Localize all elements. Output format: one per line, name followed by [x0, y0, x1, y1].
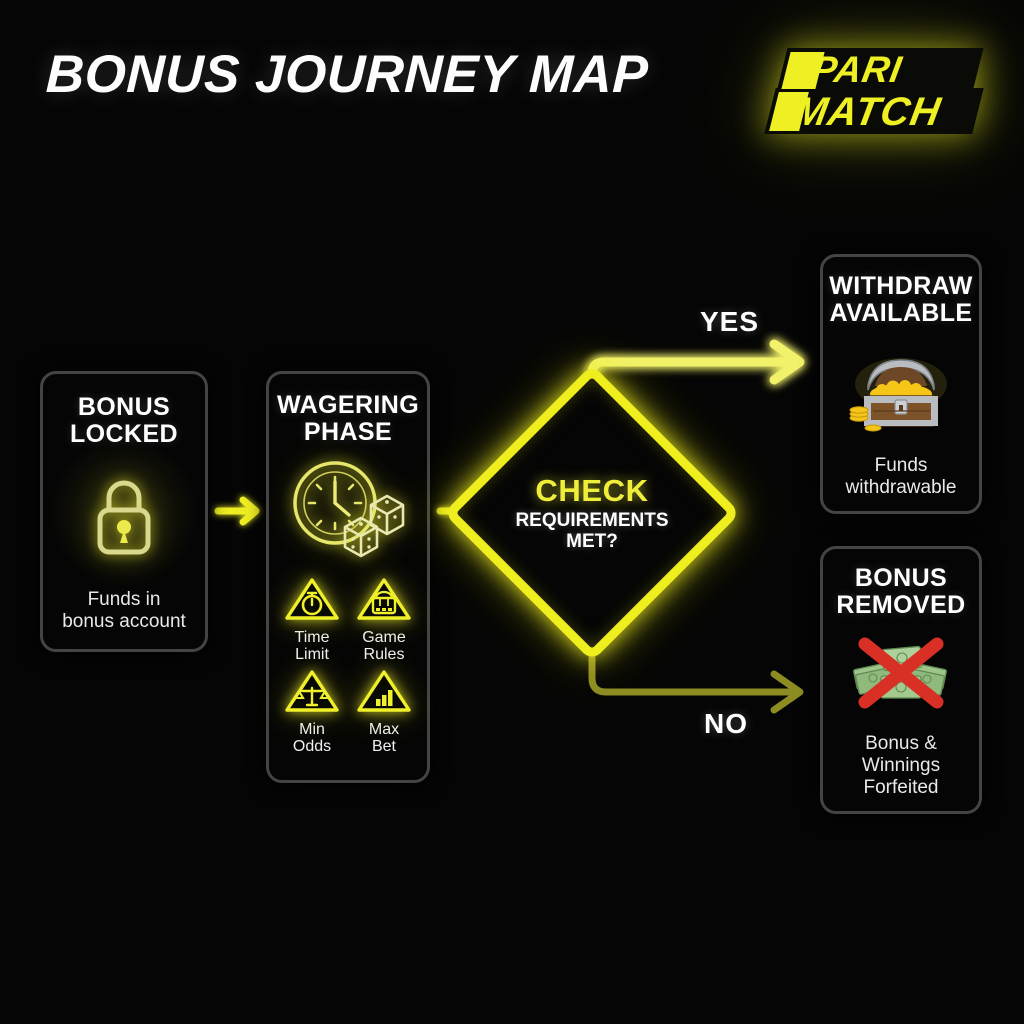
node-check-requirements[interactable]: CHECK REQUIREMENTS MET?: [443, 364, 741, 662]
parimatch-logo[interactable]: PARI MATCH: [764, 44, 984, 136]
page-title: BONUS JOURNEY MAP: [44, 45, 650, 104]
requirement-game-rules[interactable]: Game Rules: [351, 576, 417, 664]
node-removed-title: BONUS REMOVED: [836, 564, 966, 619]
scales-warning-icon: [284, 668, 340, 719]
padlock-icon: [87, 472, 161, 563]
requirement-max-bet-label: Max Bet: [368, 720, 400, 755]
requirement-time-limit[interactable]: Time Limit: [279, 576, 345, 664]
node-bonus-removed[interactable]: BONUS REMOVED: [820, 546, 982, 814]
requirement-max-bet[interactable]: Max Bet: [351, 668, 417, 756]
connector-locked-to-wagering: [214, 496, 260, 526]
clock-and-dice-icon: [283, 455, 413, 570]
requirement-time-limit-label: Time Limit: [294, 629, 330, 664]
node-wagering-title: WAGERING PHASE: [276, 391, 420, 446]
branch-label-yes: YES: [700, 306, 760, 337]
bar-chart-warning-icon: [356, 668, 412, 719]
treasure-chest-icon: [842, 342, 960, 439]
branch-label-no: NO: [704, 708, 748, 739]
requirement-min-odds[interactable]: Min Odds: [279, 668, 345, 756]
decision-subtitle: REQUIREMENTS MET?: [515, 510, 669, 552]
node-withdraw-caption: Funds withdrawable: [845, 454, 957, 498]
node-removed-caption: Bonus & Winnings Forfeited: [861, 732, 941, 798]
money-crossed-out-icon: [843, 632, 959, 719]
wagering-requirements-grid: Time Limit Game Rules: [279, 576, 417, 755]
node-bonus-locked-title: BONUS LOCKED: [70, 393, 178, 448]
stopwatch-warning-icon: [284, 576, 340, 627]
decision-diamond-text: CHECK REQUIREMENTS MET?: [487, 408, 697, 618]
node-withdraw-available[interactable]: WITHDRAW AVAILABLE: [820, 254, 982, 514]
slot-machine-warning-icon: [356, 576, 412, 627]
decision-title: CHECK: [535, 473, 649, 509]
node-wagering-phase[interactable]: WAGERING PHASE: [266, 371, 430, 783]
logo-text-match: MATCH: [790, 90, 945, 134]
node-bonus-locked[interactable]: BONUS LOCKED Funds in bonus account: [40, 371, 208, 652]
connector-no-path: [588, 616, 804, 714]
node-bonus-locked-caption: Funds in bonus account: [62, 588, 186, 632]
requirement-game-rules-label: Game Rules: [362, 629, 406, 664]
requirement-min-odds-label: Min Odds: [292, 720, 332, 755]
node-withdraw-title: WITHDRAW AVAILABLE: [829, 272, 973, 327]
logo-text-pari: PARI: [808, 49, 906, 90]
